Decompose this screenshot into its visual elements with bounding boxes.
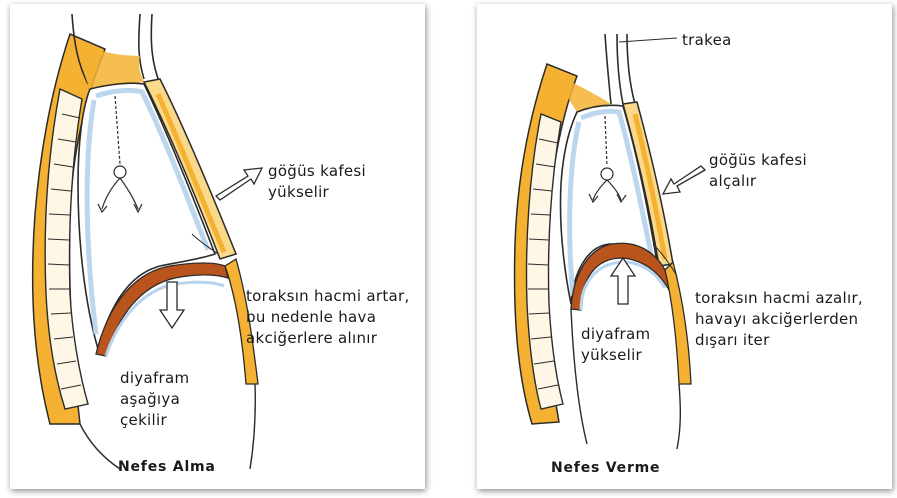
ribcage-line-1: göğüs kafesi (268, 161, 366, 182)
down-arrow-icon (160, 282, 184, 328)
diaphragm-pulled-down-label: diyafram aşağıya çekilir (120, 368, 189, 431)
ribcage-lowers-label: göğüs kafesi alçalır (709, 150, 807, 192)
diaphragm-line-1: diyafram (581, 324, 650, 345)
thorax-volume-decrease-label: toraksın hacmi azalır, havayı akciğerler… (695, 288, 863, 351)
thorax-line-3: akciğerlere alınır (246, 328, 410, 349)
exhalation-panel: trakea göğüs kafesi alçalır toraksın hac… (477, 4, 892, 489)
up-right-arrow-icon (216, 168, 262, 200)
thorax-line-3: dışarı iter (695, 330, 863, 351)
diaphragm-line-2: aşağıya (120, 389, 189, 410)
thorax-line-2: havayı akciğerlerden (695, 309, 863, 330)
thorax-volume-increase-label: toraksın hacmi artar, bu nedenle hava ak… (246, 286, 410, 349)
thorax-line-2: bu nedenle hava (246, 307, 410, 328)
diaphragm-line-1: diyafram (120, 368, 189, 389)
trachea (605, 34, 635, 104)
inhalation-title: Nefes Alma (118, 457, 216, 478)
thorax-line-1: toraksın hacmi artar, (246, 286, 410, 307)
down-left-arrow-icon (663, 166, 705, 194)
exhalation-title: Nefes Verme (551, 458, 660, 479)
inhalation-illustration (10, 4, 425, 489)
abdomen-tissue (665, 262, 691, 384)
neck-tissue (80, 44, 144, 89)
ribcage-line-2: alçalır (709, 171, 807, 192)
inhalation-panel: göğüs kafesi yükselir toraksın hacmi art… (10, 4, 425, 489)
thorax-line-1: toraksın hacmi azalır, (695, 288, 863, 309)
trachea-label: trakea (682, 30, 732, 51)
ribcage-line-2: yükselir (268, 182, 366, 203)
diaphragm-rises-label: diyafram yükselir (581, 324, 650, 366)
up-arrow-icon (611, 258, 635, 304)
ribcage-rises-label: göğüs kafesi yükselir (268, 161, 366, 203)
diaphragm-line-2: yükselir (581, 345, 650, 366)
exhalation-illustration (477, 4, 892, 489)
diaphragm-line-3: çekilir (120, 410, 189, 431)
ribcage-line-1: göğüs kafesi (709, 150, 807, 171)
